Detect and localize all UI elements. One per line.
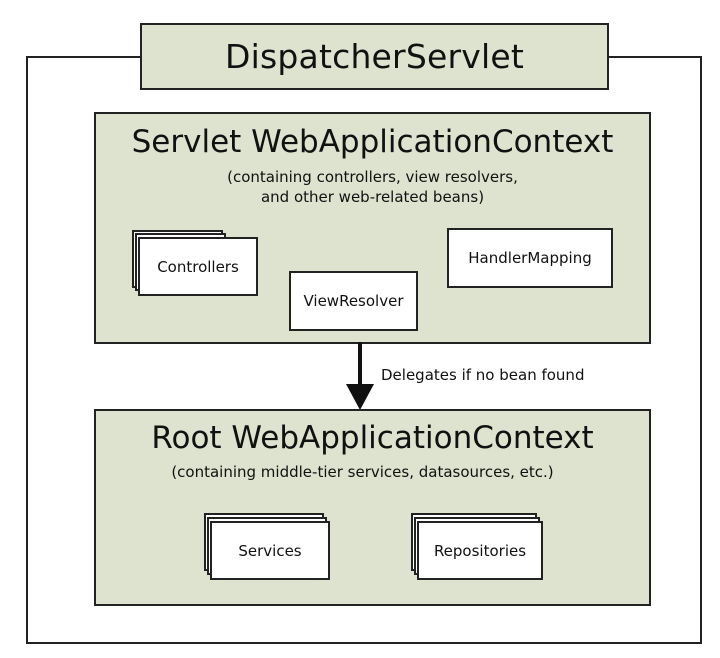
controllers-label: Controllers: [157, 257, 239, 276]
servlet-context-title: Servlet WebApplicationContext: [131, 124, 614, 160]
controllers-bean: Controllers: [138, 237, 258, 296]
root-context-title: Root WebApplicationContext: [151, 420, 594, 456]
dispatcher-servlet-title: DispatcherServlet: [225, 37, 524, 76]
root-context-subtitle: (containing middle-tier services, dataso…: [171, 463, 554, 481]
delegation-arrow: [346, 342, 374, 410]
servlet-context-subtitle-line1: (containing controllers, view resolvers,: [227, 168, 518, 186]
handler-mapping-bean: HandlerMapping: [447, 228, 613, 288]
view-resolver-bean: ViewResolver: [289, 271, 418, 331]
repositories-bean: Repositories: [417, 521, 543, 580]
delegation-arrow-head: [346, 384, 374, 410]
dispatcher-servlet-title-box: DispatcherServlet: [140, 23, 609, 90]
delegation-label: Delegates if no bean found: [381, 366, 585, 384]
handler-mapping-label: HandlerMapping: [468, 249, 592, 267]
root-web-application-context: Root WebApplicationContext (containing m…: [94, 409, 651, 606]
services-label: Services: [238, 541, 302, 560]
services-bean: Services: [210, 521, 330, 580]
servlet-context-subtitle-line2: and other web-related beans): [260, 188, 485, 206]
view-resolver-label: ViewResolver: [303, 292, 404, 310]
repositories-label: Repositories: [433, 541, 527, 560]
